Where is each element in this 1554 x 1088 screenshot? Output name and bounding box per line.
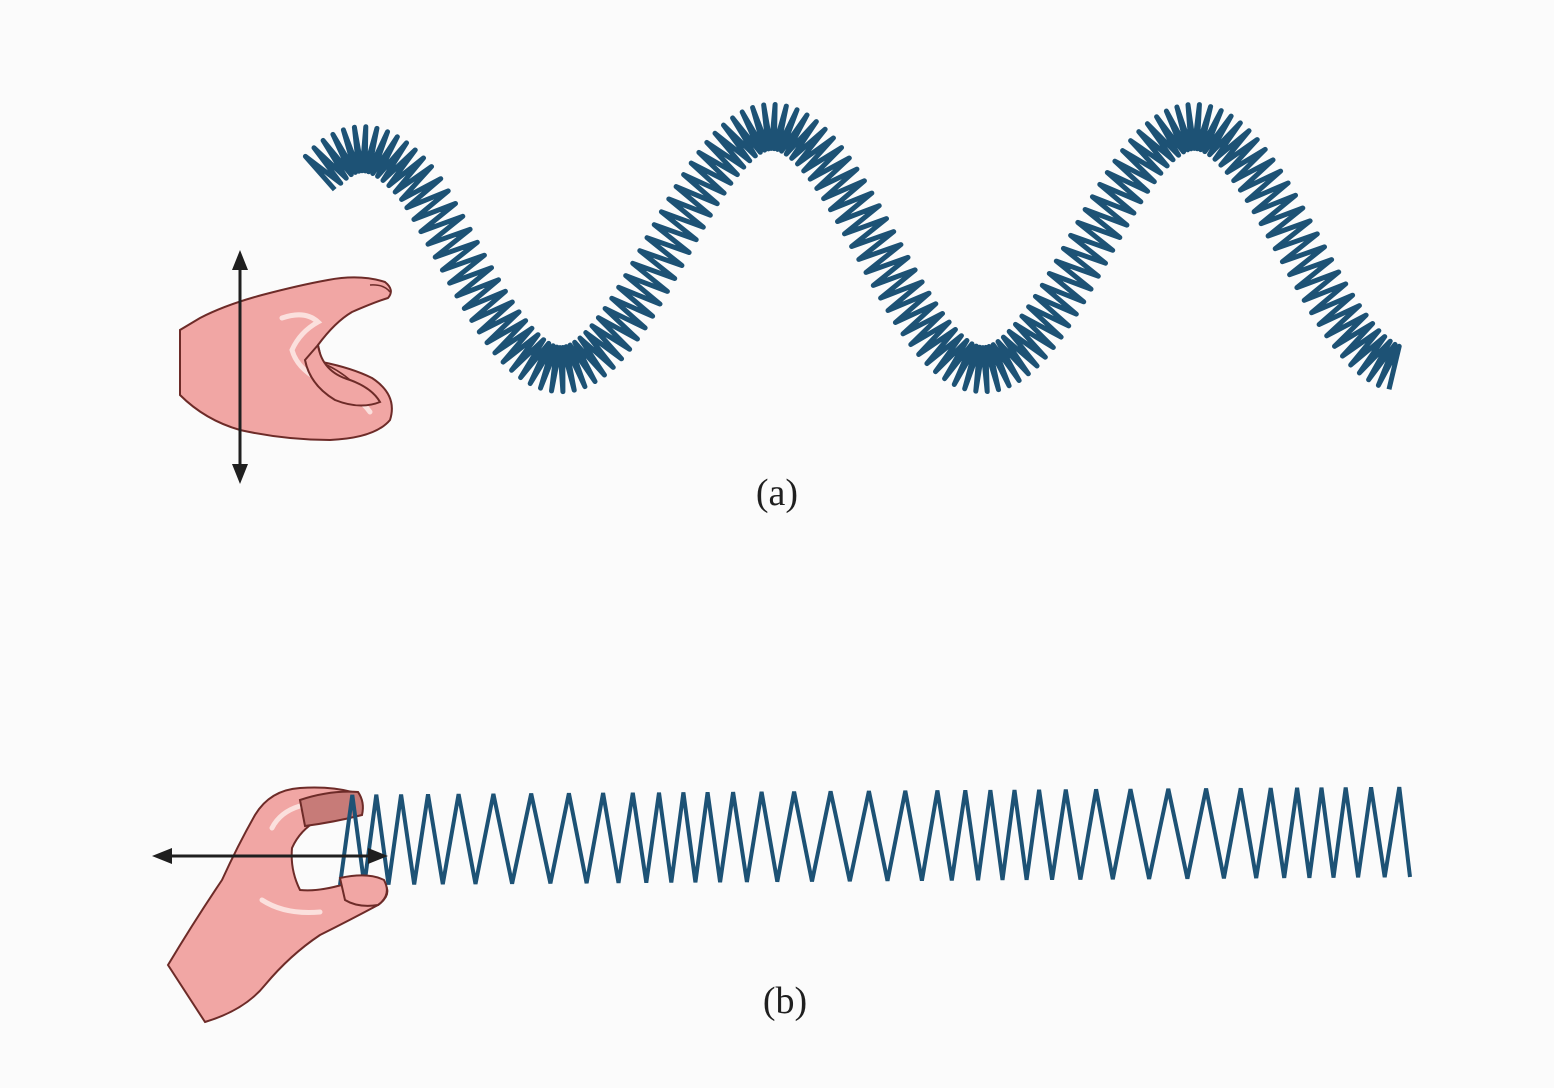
panel-a-label: (a) <box>756 472 798 514</box>
up-down-arrow-icon <box>232 250 248 484</box>
hand-a-icon <box>179 276 393 442</box>
hand-b-icon <box>166 786 389 1024</box>
panel-b-longitudinal-wave: (b) <box>152 786 1412 1024</box>
longitudinal-wave-spring <box>338 786 1412 886</box>
left-right-arrow-icon <box>152 848 388 864</box>
panel-a-transverse-wave: (a) <box>179 102 1402 514</box>
hand-b-fingertip <box>338 874 388 907</box>
hand-a-fingers <box>303 342 382 407</box>
transverse-wave-spring <box>302 102 1402 395</box>
panel-b-label: (b) <box>763 980 807 1022</box>
